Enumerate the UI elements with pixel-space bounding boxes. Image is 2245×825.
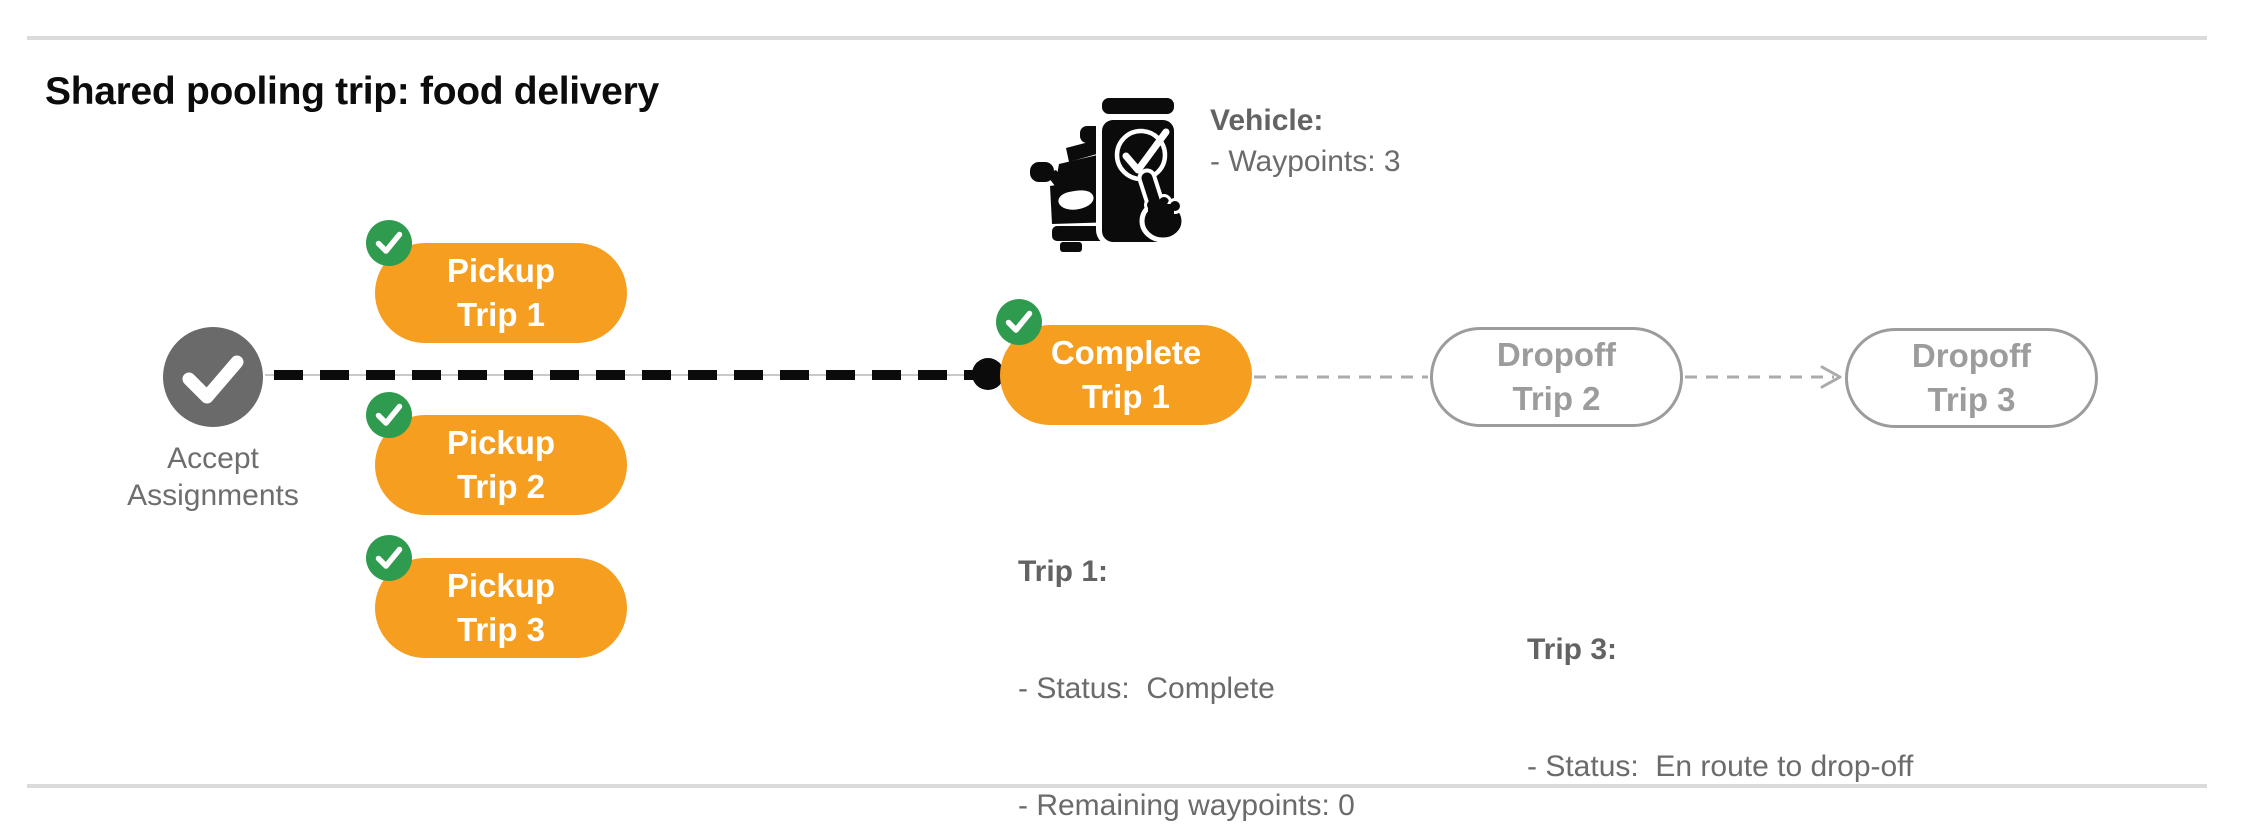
node-dropoff-trip-3: Dropoff Trip 3 bbox=[1845, 328, 2098, 428]
node-label-line1: Pickup bbox=[446, 252, 556, 289]
node-label-line2: Trip 2 bbox=[1512, 380, 1601, 417]
check-badge-icon bbox=[996, 299, 1042, 345]
node-complete-trip-1: Complete Trip 1 bbox=[1000, 325, 1252, 425]
trip-waypoints-line: - Remaining waypoints: 0 bbox=[1018, 789, 1355, 822]
trip-status-line: - Status: En route to drop-off bbox=[1527, 750, 1914, 783]
node-pickup-trip-3: Pickup Trip 3 bbox=[375, 558, 627, 658]
node-label-line2: Trip 3 bbox=[1927, 381, 2016, 418]
node-dropoff-trip-2: Dropoff Trip 2 bbox=[1430, 327, 1683, 427]
check-badge-icon bbox=[366, 535, 412, 581]
vehicle-info: Vehicle: - Waypoints: 3 bbox=[1210, 100, 1401, 182]
trip-status-panel-1: Trip 1: - Status: Complete - Remaining w… bbox=[1018, 474, 1404, 825]
node-label-line2: Trip 2 bbox=[456, 468, 546, 505]
node-label-line2: Trip 1 bbox=[456, 296, 546, 333]
accept-assignments-label: Accept Assignments bbox=[127, 442, 299, 512]
trip-status-panel-2: Trip 3: - Status: En route to drop-off -… bbox=[1527, 552, 1913, 825]
page-title: Shared pooling trip: food delivery bbox=[45, 70, 659, 113]
bottom-divider bbox=[27, 784, 2207, 788]
vehicle-phone-check-icon bbox=[1030, 94, 1186, 252]
check-icon bbox=[163, 327, 263, 427]
trip-status-line: - Status: Complete bbox=[1018, 672, 1275, 705]
node-pickup-trip-1: Pickup Trip 1 bbox=[375, 243, 627, 343]
node-label-line1: Dropoff bbox=[1496, 336, 1617, 373]
node-label-line1: Dropoff bbox=[1911, 337, 2032, 374]
top-divider bbox=[27, 36, 2207, 40]
check-badge-icon bbox=[366, 392, 412, 438]
node-label-line2: Trip 1 bbox=[1081, 378, 1171, 415]
node-label-line1: Pickup bbox=[446, 567, 556, 604]
trip-heading: Trip 1: bbox=[1018, 555, 1109, 588]
vehicle-waypoints: - Waypoints: 3 bbox=[1210, 145, 1401, 178]
vehicle-heading: Vehicle: bbox=[1210, 104, 1324, 137]
node-label-line2: Trip 3 bbox=[456, 611, 546, 648]
node-label-line1: Pickup bbox=[446, 424, 556, 461]
trip-heading: Trip 3: bbox=[1527, 633, 1618, 666]
node-label-line1: Complete bbox=[1050, 334, 1202, 371]
arrowhead-icon bbox=[1820, 365, 1842, 389]
node-pickup-trip-2: Pickup Trip 2 bbox=[375, 415, 627, 515]
current-position-dot bbox=[972, 358, 1004, 390]
check-badge-icon bbox=[366, 220, 412, 266]
